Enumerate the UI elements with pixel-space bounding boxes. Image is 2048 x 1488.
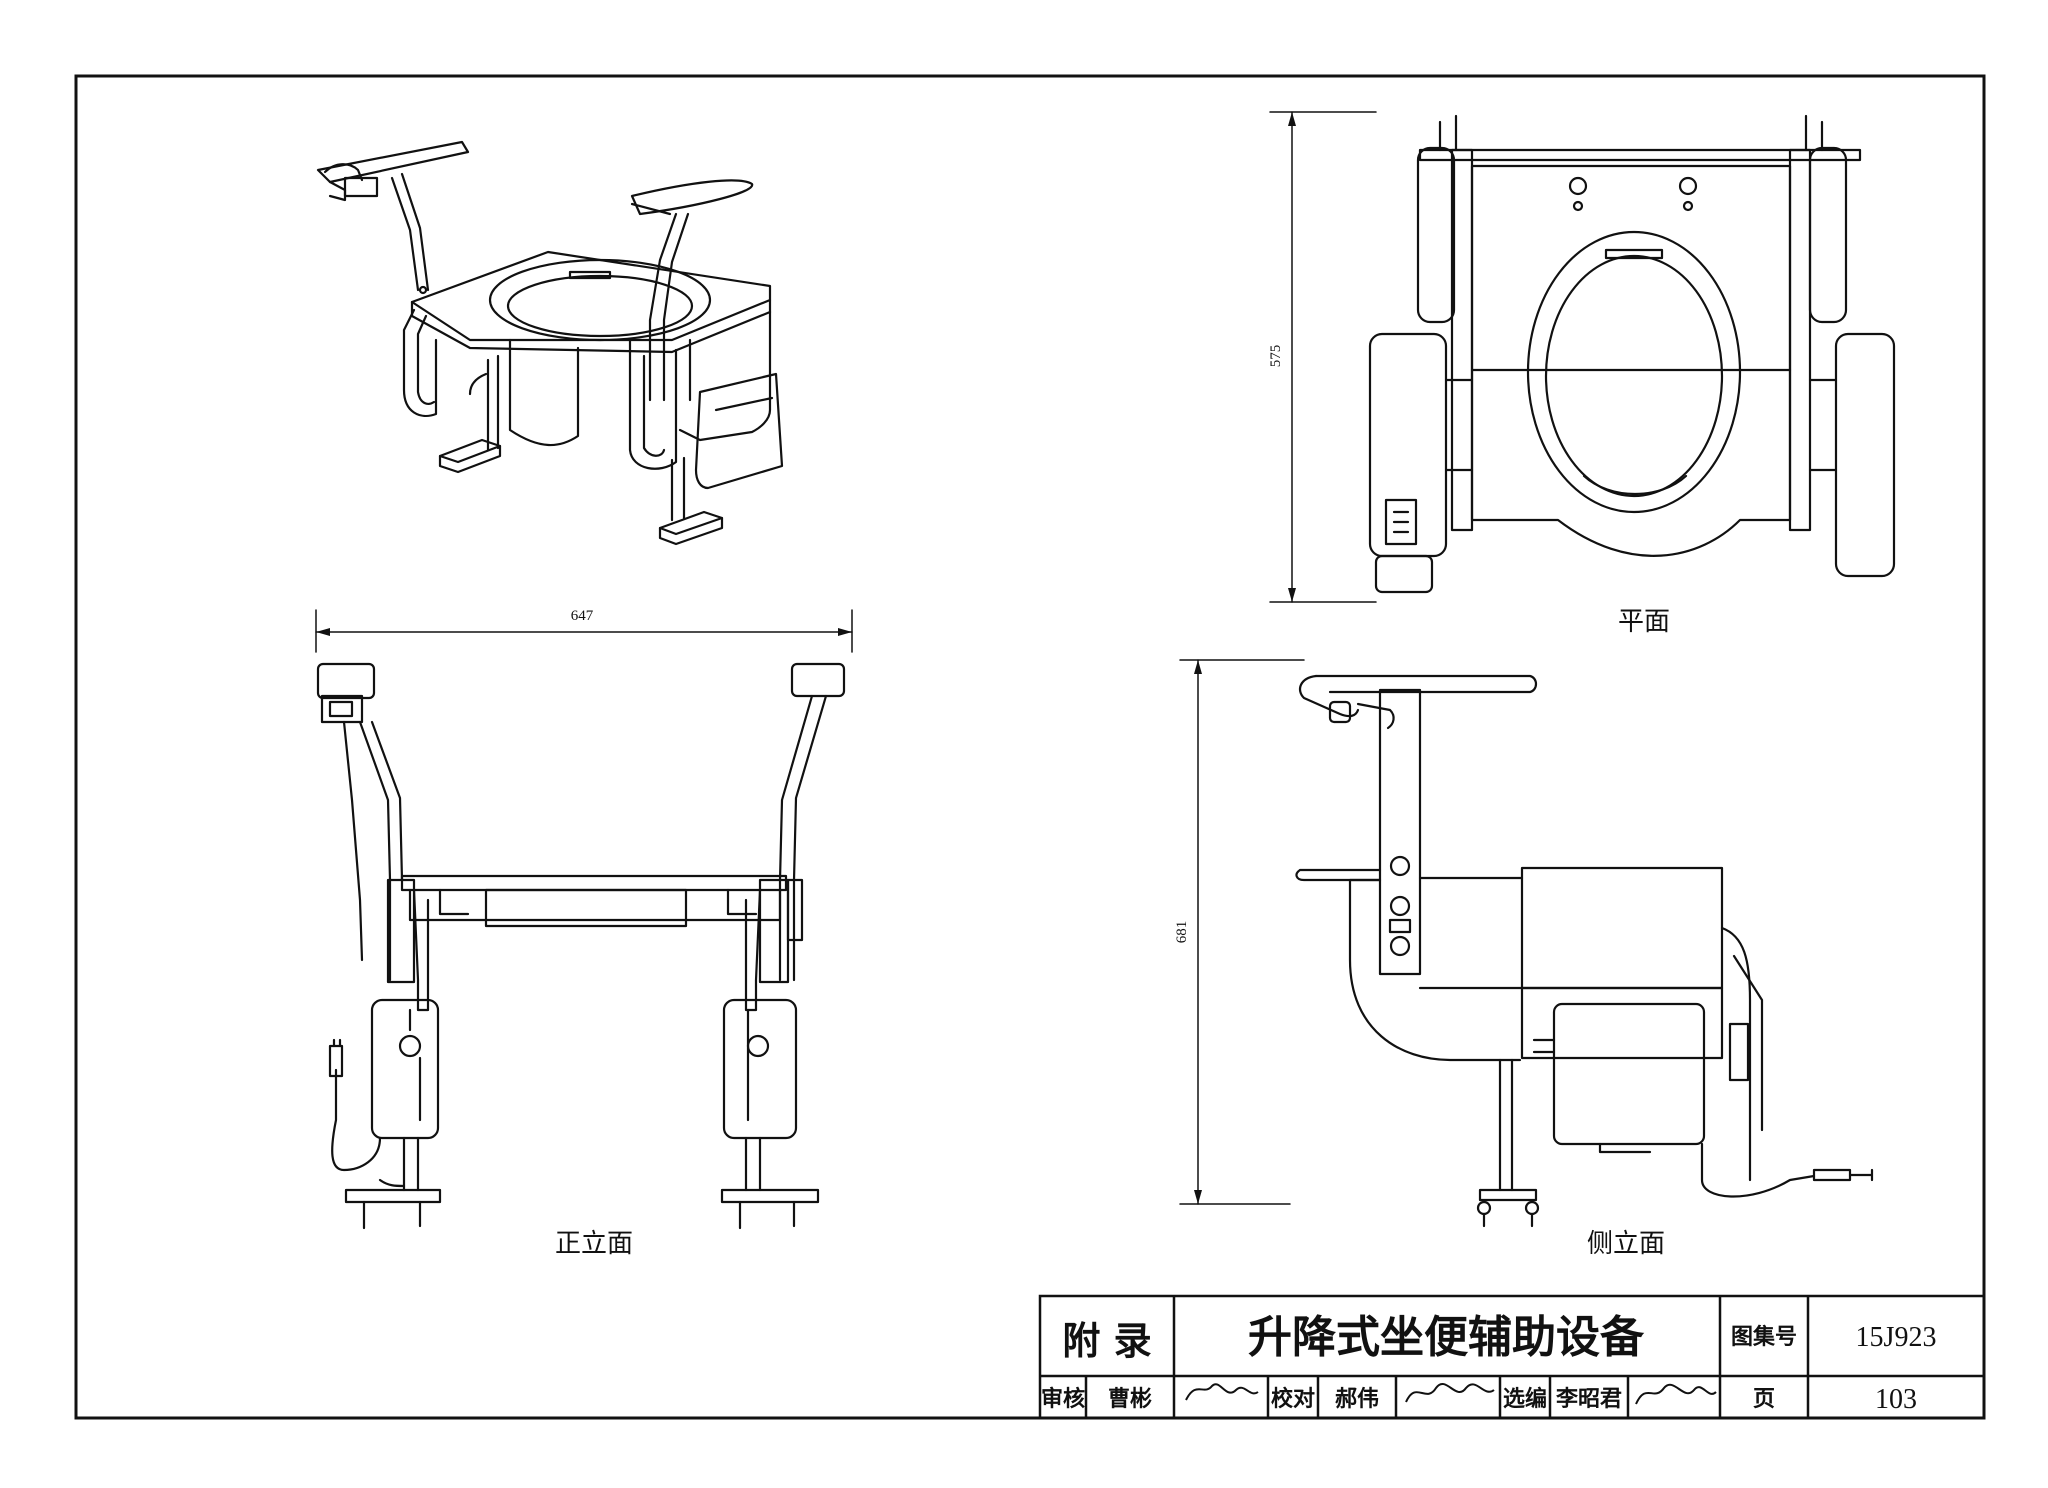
checker-signature <box>1405 1382 1495 1403</box>
side-dimension-label: 681 <box>1174 921 1190 944</box>
plan-view <box>1269 111 1896 603</box>
plan-dimension-label: 575 <box>1268 345 1284 368</box>
atlas-number: 15J923 <box>1856 1322 1937 1353</box>
reviewer-signature <box>1185 1383 1259 1401</box>
page-label: 页 <box>1753 1387 1775 1412</box>
compiler-name: 李昭君 <box>1555 1387 1622 1412</box>
front-elevation-caption: 正立面 <box>555 1229 633 1259</box>
check-label: 校对 <box>1271 1386 1315 1412</box>
perspective-view <box>316 140 784 546</box>
reviewer-name: 曹彬 <box>1108 1386 1152 1412</box>
compile-label: 选编 <box>1503 1386 1547 1412</box>
front-dimension-label: 647 <box>571 608 594 624</box>
sheet-border <box>74 74 1986 1420</box>
side-elevation-caption: 侧立面 <box>1587 1229 1665 1259</box>
checker-name: 郝伟 <box>1335 1387 1379 1412</box>
page-number: 103 <box>1875 1384 1917 1415</box>
front-elevation <box>315 609 853 1230</box>
review-label: 审核 <box>1041 1386 1085 1412</box>
title-block <box>1038 1294 1986 1420</box>
atlas-number-label: 图集号 <box>1731 1324 1797 1350</box>
drawing-title: 升降式坐便辅助设备 <box>1248 1312 1645 1363</box>
compiler-signature <box>1635 1383 1717 1405</box>
side-elevation <box>1179 659 1874 1228</box>
section-label: 附 录 <box>1062 1319 1151 1363</box>
plan-view-caption: 平面 <box>1618 607 1670 637</box>
